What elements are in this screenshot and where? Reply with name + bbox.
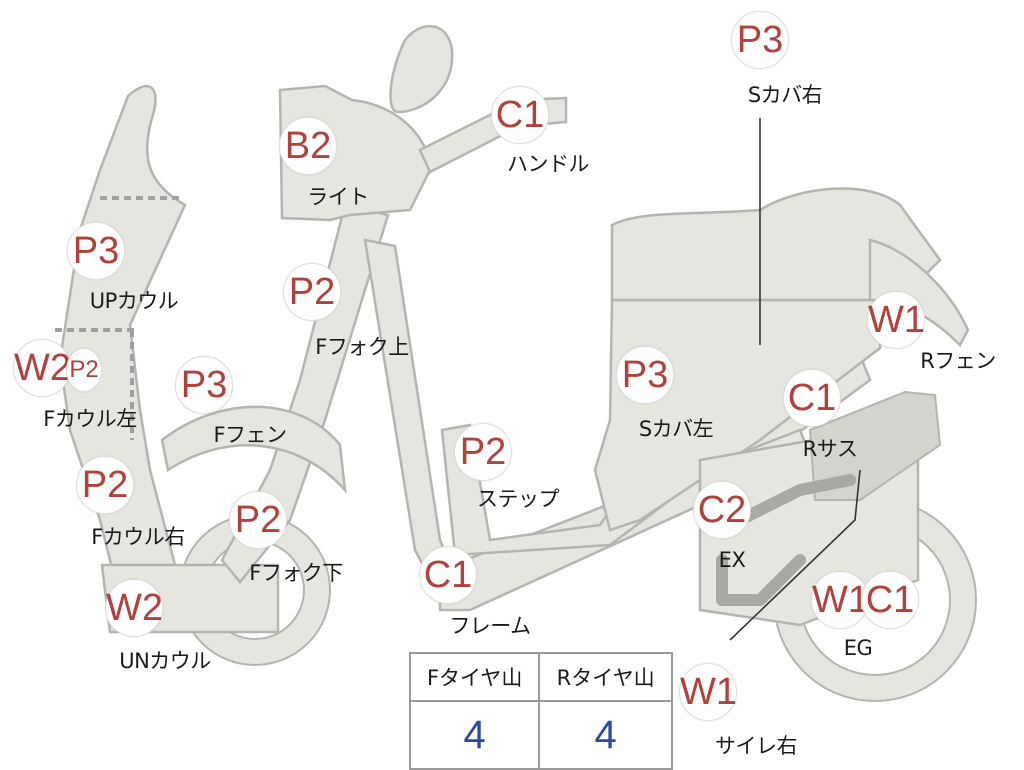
part-name: Fフォク下 <box>249 561 343 585</box>
part-name: Fカウル右 <box>91 525 185 549</box>
grade-badge: P3 <box>67 222 125 280</box>
grade-badge: C1 <box>419 546 477 604</box>
grade-badge: P2 <box>454 423 512 481</box>
grade-badge: W2 <box>105 579 163 637</box>
part-name: Rフェン <box>920 349 996 373</box>
grade-badge: P3 <box>616 346 674 404</box>
mirror-shape <box>389 24 454 114</box>
grade-badge: P3 <box>175 356 233 414</box>
part-name: ライト <box>307 185 369 209</box>
part-name: EG <box>843 636 873 660</box>
part-name: Sカバ左 <box>638 417 714 441</box>
tire-tread-table: Fタイヤ山 Rタイヤ山 4 4 <box>408 652 673 770</box>
seat-shape <box>610 187 942 302</box>
front-cowl-shape <box>58 84 187 570</box>
part-name: サイレ右 <box>715 734 798 758</box>
grade-badge-sub: P2 <box>66 348 102 392</box>
grade-badge: P2 <box>283 263 341 321</box>
front-tire-header: Fタイヤ山 <box>408 652 541 702</box>
part-name: Fフェン <box>213 423 287 447</box>
part-name: ハンドル <box>507 152 590 176</box>
grade-badge: W1 <box>811 571 869 629</box>
grade-badge: W1 <box>679 663 737 721</box>
part-name: Rサス <box>802 437 858 461</box>
grade-badge-sub: C1 <box>861 571 919 629</box>
grade-badge: W2 <box>13 339 71 397</box>
part-name: Sカバ右 <box>747 83 823 107</box>
part-name: フレーム <box>449 614 531 638</box>
rear-tire-value: 4 <box>538 700 673 770</box>
rear-tire-header: Rタイヤ山 <box>538 652 673 702</box>
part-name: ステップ <box>477 487 560 511</box>
part-name: Fカウル左 <box>43 407 137 431</box>
grade-badge: W1 <box>867 291 925 349</box>
grade-badge: C2 <box>693 481 751 539</box>
part-name: EX <box>718 548 746 572</box>
grade-badge: P2 <box>76 456 134 514</box>
part-name: Fフォク上 <box>315 335 409 359</box>
part-name: UNカウル <box>119 649 211 673</box>
grade-badge: P2 <box>229 491 287 549</box>
front-fork-shape <box>220 203 390 584</box>
leader-silencer-right <box>729 469 861 641</box>
grade-badge: C1 <box>491 86 549 144</box>
front-tire-value: 4 <box>408 700 541 770</box>
grade-badge: C1 <box>783 369 841 427</box>
exhaust-shape <box>716 474 856 606</box>
part-name: UPカウル <box>89 289 179 313</box>
grade-badge: B2 <box>279 117 337 175</box>
grade-badge: P3 <box>731 11 789 69</box>
rear-shock-shape <box>808 390 942 501</box>
front-fender-shape <box>160 405 347 494</box>
